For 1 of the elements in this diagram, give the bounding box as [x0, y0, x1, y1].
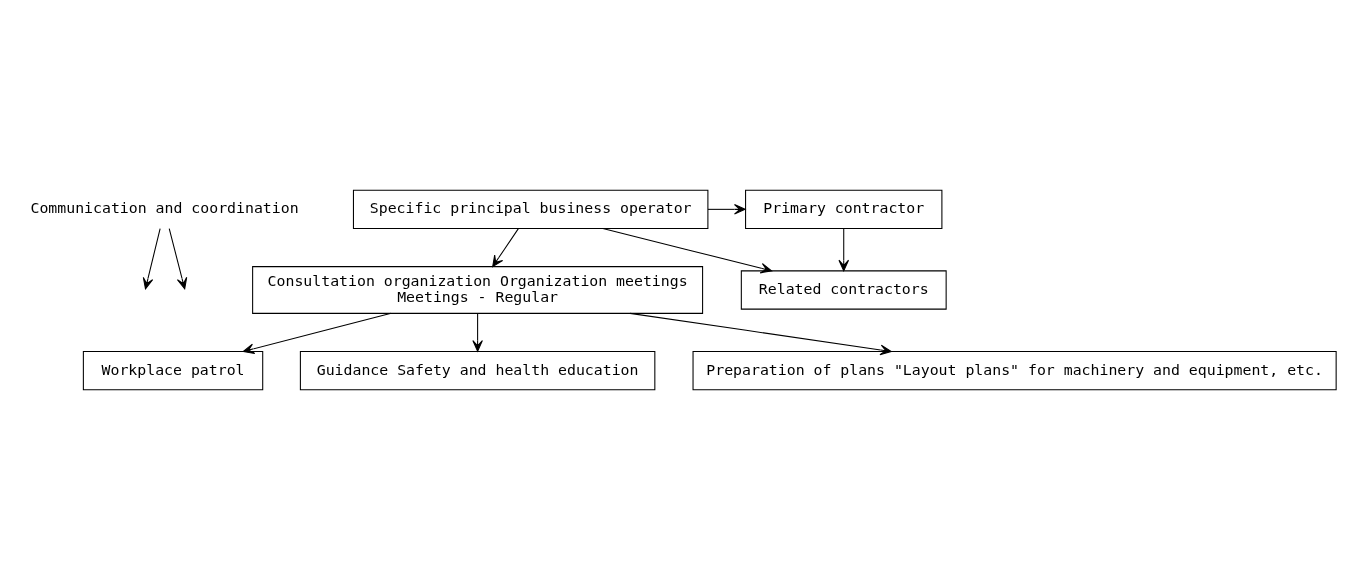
node-text: Communication and coordination [30, 198, 299, 217]
